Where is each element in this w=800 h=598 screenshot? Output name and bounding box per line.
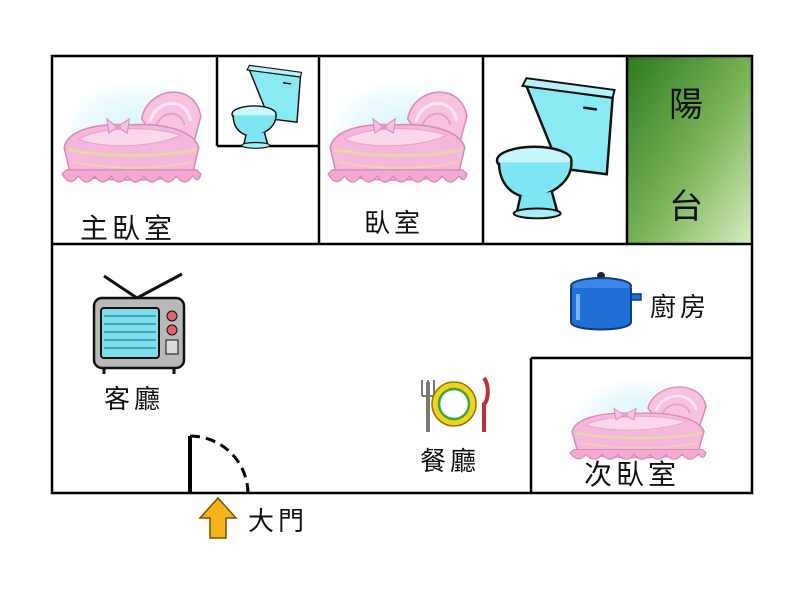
cradle-icon (59, 77, 210, 193)
tv-icon (92, 272, 186, 374)
label-master-bedroom: 主臥室 (80, 212, 176, 245)
toilet-icon (231, 64, 303, 150)
cooking-pot-icon (570, 272, 642, 331)
toilet-icon (495, 76, 616, 220)
main-door-swing[interactable] (188, 434, 250, 494)
label-dining-room: 餐廳 (420, 447, 480, 477)
cradle-icon (325, 77, 476, 193)
walls (50, 54, 754, 495)
label-balcony-line2: 台 (669, 187, 707, 227)
label-balcony-line1: 陽 (669, 85, 707, 125)
label-kitchen: 廚房 (650, 293, 710, 323)
label-second-bedroom: 次臥室 (584, 458, 680, 491)
label-living-room: 客廳 (104, 385, 164, 415)
plate-cutlery-icon (421, 376, 490, 432)
arrow-up-icon (198, 496, 238, 539)
balcony-fill (628, 56, 752, 244)
label-bedroom: 臥室 (364, 209, 424, 239)
cradle-icon (567, 374, 715, 469)
label-main-door: 大門 (248, 507, 308, 537)
